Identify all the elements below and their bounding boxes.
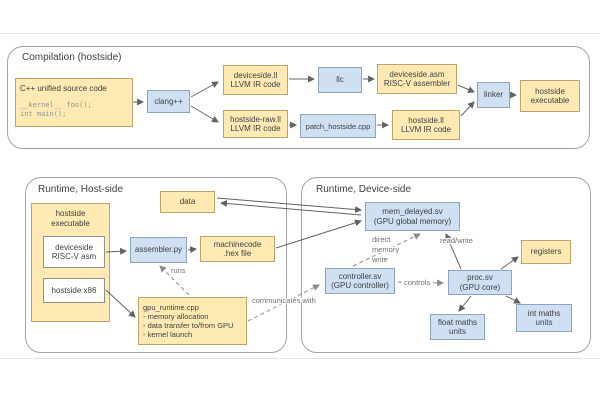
node-mem-delayed-name: mem_delayed.sv [382, 207, 443, 216]
node-deviceside-asm: deviceside.asm RISC-V assembler [377, 64, 457, 94]
node-assembler-py-label: assembler.py [134, 245, 183, 255]
node-controller: controller.sv (GPU controller) [325, 268, 395, 294]
node-gpu-runtime: gpu_runtime.cpp - memory allocation - da… [138, 297, 247, 345]
node-patch-hostside: patch_hostside.cpp [300, 114, 376, 138]
node-cpp-source-code-1: __kernel__ foo(); [20, 100, 92, 109]
region-runtime-device [301, 177, 591, 353]
region-runtime-host [25, 177, 287, 353]
node-deviceside-riscv-asm-line1: deviceside [55, 242, 93, 252]
node-proc-desc: (GPU core) [459, 282, 501, 292]
region-compilation-title: Compilation (hostside) [22, 52, 122, 63]
node-hostside-x86: hostside x86 [43, 278, 105, 303]
node-cpp-source-title: C++ unified source code [20, 84, 107, 93]
node-hostside-raw-ll-name: hostside-raw.ll [230, 114, 281, 124]
node-deviceside-asm-desc: RISC-V assembler [383, 79, 451, 88]
node-deviceside-riscv-asm: deviceside RISC-V asm [43, 236, 105, 268]
node-linker: linker [477, 82, 510, 108]
node-hostside-ll-desc: LLVM IR code [400, 125, 452, 134]
node-float-units: float maths units [430, 314, 485, 340]
node-llc-label: llc [336, 75, 344, 85]
node-int-units: int maths units [516, 304, 572, 332]
node-hostside-executable-line2: executable [530, 96, 570, 105]
node-gpu-runtime-bullet1: - memory allocation [143, 312, 209, 321]
region-runtime-host-title: Runtime, Host-side [38, 184, 124, 195]
node-deviceside-ll: deviceside.ll LLVM IR code [223, 65, 288, 95]
node-host-exec-container-title: hostside executable [32, 209, 109, 228]
node-proc: proc.sv (GPU core) [448, 270, 512, 295]
node-controller-desc: (GPU controller) [331, 281, 389, 290]
node-deviceside-asm-name: deviceside.asm [389, 69, 445, 79]
canvas-top-edge [0, 33, 600, 34]
node-llc: llc [318, 67, 362, 93]
region-compilation [7, 46, 590, 149]
node-hostside-raw-ll: hostside-raw.ll LLVM IR code [223, 110, 288, 138]
node-hostside-ll: hostside.ll LLVM IR code [392, 110, 460, 140]
node-deviceside-ll-name: deviceside.ll [233, 70, 278, 80]
node-registers-label: registers [530, 247, 562, 257]
node-mem-delayed-desc: (GPU global memory) [373, 216, 452, 226]
node-gpu-runtime-title: gpu_runtime.cpp [143, 303, 199, 312]
node-registers: registers [521, 240, 571, 264]
node-int-units-line2: units [535, 318, 553, 327]
node-hostside-ll-name: hostside.ll [408, 115, 444, 125]
node-clangpp-label: clang++ [154, 96, 183, 106]
node-controller-name: controller.sv [338, 271, 382, 281]
node-patch-hostside-label: patch_hostside.cpp [305, 121, 371, 131]
node-float-units-line2: units [449, 327, 466, 336]
node-assembler-py: assembler.py [130, 237, 187, 263]
node-proc-name: proc.sv [467, 273, 493, 282]
node-data-label: data [179, 197, 196, 207]
node-hostside-raw-ll-desc: LLVM IR code [230, 124, 281, 133]
node-float-units-line1: float maths [437, 317, 478, 327]
node-machinecode-line2: .hex file [223, 249, 252, 258]
node-machinecode: machinecode .hex file [200, 236, 275, 262]
node-clangpp: clang++ [147, 90, 190, 113]
region-runtime-device-title: Runtime, Device-side [316, 184, 412, 195]
node-gpu-runtime-bullet3: - kernel launch [143, 330, 193, 339]
node-hostside-x86-label: hostside x86 [51, 285, 97, 295]
node-cpp-source-code-2: int main(); [20, 109, 67, 118]
node-hostside-executable: hostside executable [520, 80, 580, 112]
node-host-exec-container-line2: executable [51, 218, 90, 228]
node-data: data [160, 191, 215, 213]
canvas-bottom-edge [0, 358, 600, 359]
node-gpu-runtime-bullet2: - data transfer to/from GPU [143, 321, 234, 330]
node-int-units-line1: int maths [527, 308, 561, 318]
node-deviceside-ll-desc: LLVM IR code [230, 80, 281, 89]
node-linker-label: linker [483, 90, 504, 100]
node-hostside-executable-line1: hostside [535, 86, 565, 96]
node-host-exec-container-line1: hostside [55, 209, 86, 218]
node-machinecode-line1: machinecode [213, 239, 262, 249]
node-cpp-source: C++ unified source code __kernel__ foo()… [15, 78, 133, 127]
node-mem-delayed: mem_delayed.sv (GPU global memory) [365, 202, 460, 231]
node-deviceside-riscv-asm-line2: RISC-V asm [51, 252, 97, 261]
